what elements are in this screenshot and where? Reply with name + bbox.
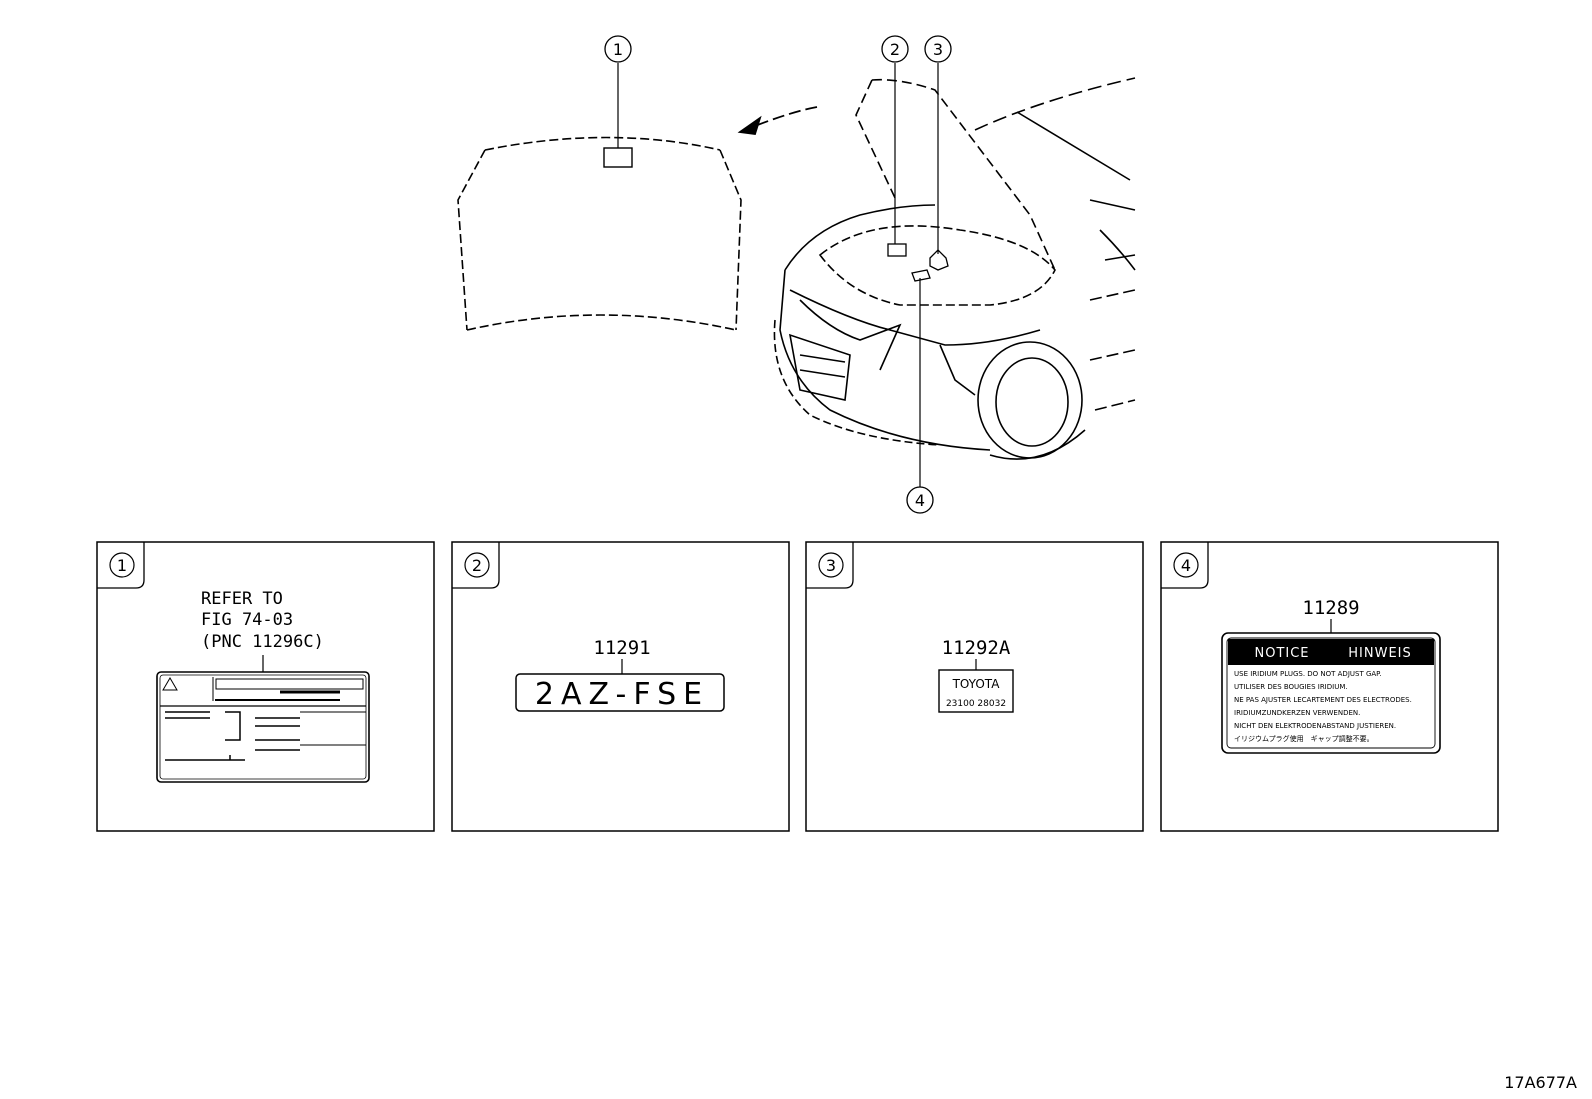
notice-line-4: IRIDIUMZUNDKERZEN VERWENDEN. [1234, 709, 1360, 717]
notice-label: NOTICE HINWEIS USE IRIDIUM PLUGS. DO NOT… [1221, 632, 1441, 754]
cap-label-brand: TOYOTA [952, 677, 1001, 691]
removal-arrow [737, 106, 818, 135]
panel-1: 1 REFER TO FIG 74-03 (PNC 11296C) [96, 541, 435, 832]
vacuum-hose-label [156, 671, 370, 783]
panel-3: 3 11292A TOYOTA 23100 28032 [805, 541, 1144, 832]
svg-text:2: 2 [890, 40, 900, 59]
cap-label-marker [929, 249, 949, 271]
car-illustration [773, 77, 1136, 460]
refer-line-2: FIG 74-03 [201, 610, 293, 630]
callout-2: 2 [881, 35, 909, 63]
callout-4: 4 [906, 486, 934, 514]
notice-header-right: HINWEIS [1348, 646, 1412, 661]
engine-code-label [515, 673, 725, 712]
part-number-11291: 11291 [593, 637, 650, 659]
callout-3: 3 [924, 35, 952, 63]
engine-code-text: 2AZ-FSE [535, 677, 709, 712]
refer-line-3: (PNC 11296C) [201, 632, 324, 652]
panel-1-number: 1 [117, 556, 127, 575]
notice-label-marker [911, 269, 931, 282]
notice-line-6: イリジウムプラグ使用 ギャップ調整不要。 [1234, 734, 1374, 743]
cap-label [938, 669, 1014, 713]
leader-lines [894, 63, 939, 487]
svg-text:3: 3 [933, 40, 943, 59]
part-number-11289: 11289 [1302, 597, 1359, 619]
panel-4: 4 11289 NOTICE HINWEIS USE IRIDIUM PLUGS… [1160, 541, 1499, 832]
refer-line-1: REFER TO [201, 589, 283, 609]
engine-label-marker [887, 243, 907, 257]
notice-line-3: NE PAS AJUSTER LECARTEMENT DES ELECTRODE… [1234, 696, 1412, 704]
svg-text:4: 4 [915, 491, 925, 510]
hood-illustration [457, 63, 742, 331]
callout-1: 1 [604, 35, 632, 63]
cap-label-code: 23100 28032 [946, 699, 1006, 709]
panel-4-number: 4 [1181, 556, 1191, 575]
notice-header-left: NOTICE [1254, 646, 1309, 661]
notice-line-1: USE IRIDIUM PLUGS. DO NOT ADJUST GAP. [1234, 670, 1382, 678]
svg-text:1: 1 [613, 40, 623, 59]
panel-2: 2 11291 2AZ-FSE [451, 541, 790, 832]
figure-code: 17A677A [1504, 1073, 1577, 1092]
part-number-11292a: 11292A [942, 637, 1011, 659]
notice-line-5: NICHT DEN ELEKTRODENABSTAND JUSTIEREN. [1234, 722, 1396, 730]
notice-line-2: UTILISER DES BOUGIES IRIDIUM. [1234, 683, 1348, 691]
panel-2-number: 2 [472, 556, 482, 575]
hood-label-marker [603, 147, 633, 168]
panel-3-number: 3 [826, 556, 836, 575]
